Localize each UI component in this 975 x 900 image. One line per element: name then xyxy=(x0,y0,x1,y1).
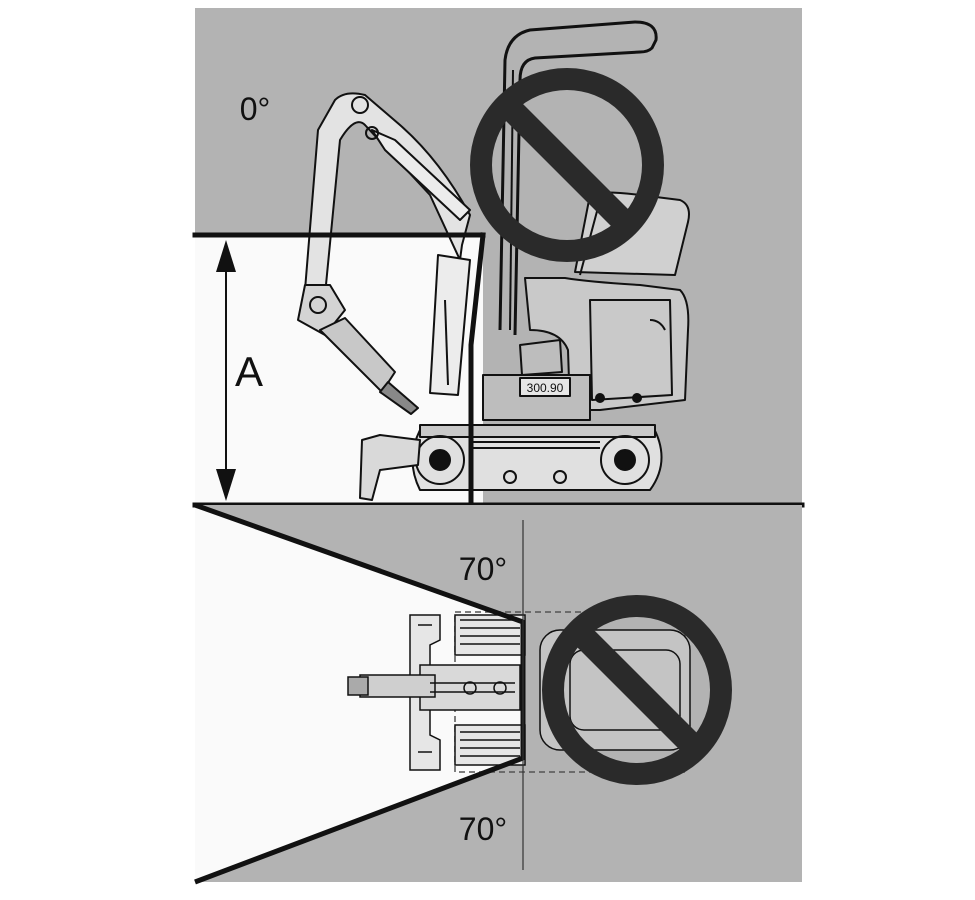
no-entry-icon xyxy=(470,68,664,262)
top-angle-lower-label: 70° xyxy=(459,811,507,847)
side-angle-label: 0° xyxy=(240,91,271,127)
no-entry-icon xyxy=(542,595,732,785)
height-label: A xyxy=(235,348,263,395)
model-plate-text: 300.90 xyxy=(527,381,564,395)
top-angle-upper-label: 70° xyxy=(459,551,507,587)
height-dimension-arrow xyxy=(216,240,236,501)
top-view-zone-outline xyxy=(194,502,526,885)
excavator-side-view: 300.90 xyxy=(297,20,690,501)
